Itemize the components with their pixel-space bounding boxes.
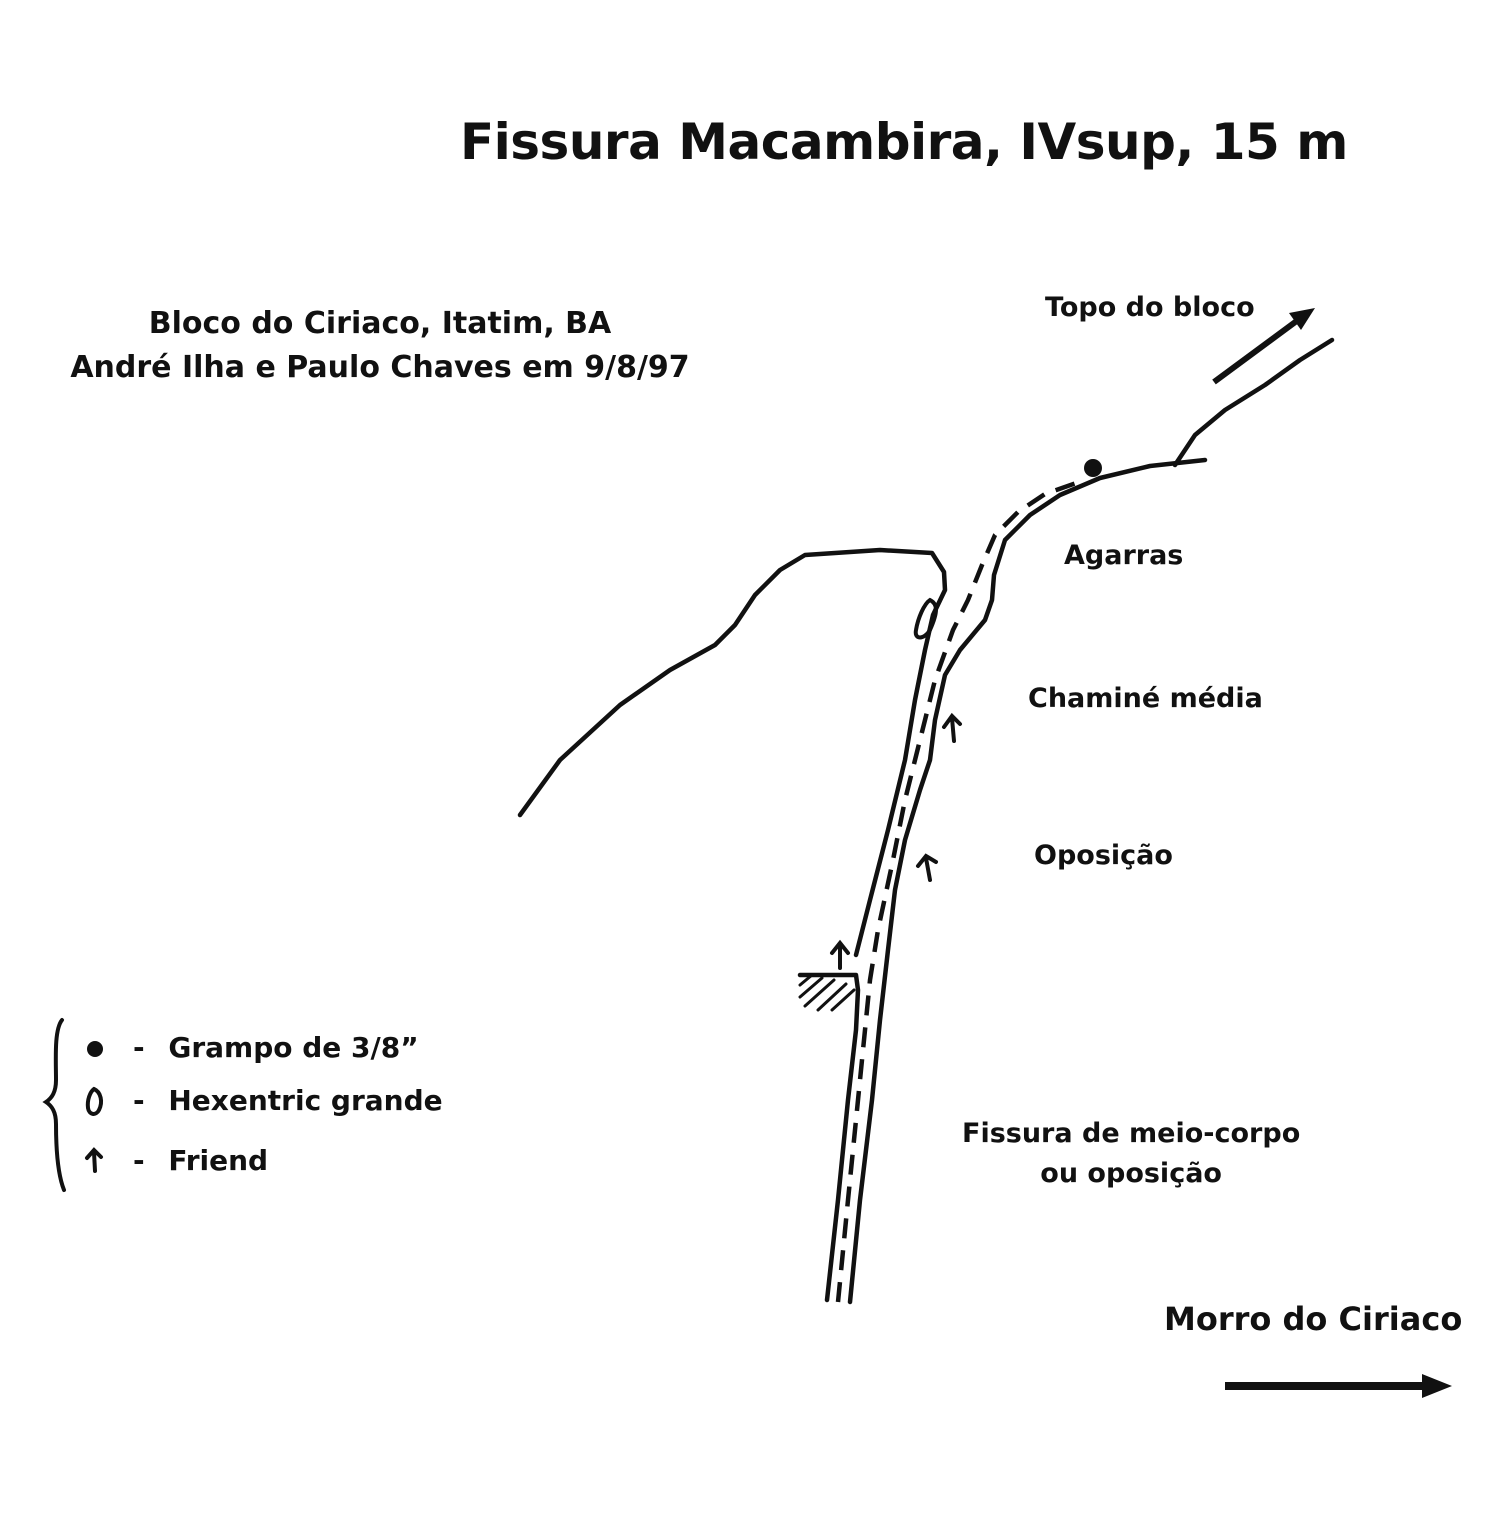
subtitle-block: Bloco do Ciriaco, Itatim, BA André Ilha … bbox=[60, 302, 700, 390]
morro-arrow-icon bbox=[1225, 1374, 1452, 1398]
legend-separator: - bbox=[133, 1031, 145, 1064]
label-topo: Topo do bloco bbox=[1045, 292, 1255, 323]
legend-label: Friend bbox=[168, 1144, 269, 1177]
hexentric-icon bbox=[913, 597, 938, 640]
label-morro: Morro do Ciriaco bbox=[1164, 1300, 1463, 1338]
topo-arrow-icon bbox=[1212, 308, 1315, 385]
friend-cam-icon bbox=[942, 712, 962, 743]
subtitle-location: Bloco do Ciriaco, Itatim, BA bbox=[148, 306, 612, 341]
label-agarras: Agarras bbox=[1064, 540, 1184, 571]
upper-crack bbox=[1172, 337, 1335, 468]
legend-item-friend: - Friend bbox=[133, 1144, 268, 1177]
crack-right-wall bbox=[847, 457, 1208, 1305]
label-fissura: Fissura de meio-corpo ou oposição bbox=[962, 1114, 1300, 1194]
legend-label: Hexentric grande bbox=[168, 1084, 443, 1117]
legend-friend-cam-icon bbox=[85, 1147, 103, 1173]
legend-item-grampo: - Grampo de 3/8” bbox=[133, 1031, 419, 1064]
ledge-top bbox=[517, 547, 948, 958]
friend-cam-icon bbox=[830, 939, 850, 970]
bolt-dot-icon bbox=[1084, 459, 1102, 477]
label-oposicao: Oposição bbox=[1034, 840, 1173, 871]
legend-separator: - bbox=[133, 1144, 145, 1177]
page-title: Fissura Macambira, IVsup, 15 m bbox=[460, 113, 1348, 171]
legend-bolt-dot-icon bbox=[87, 1041, 103, 1057]
ledge-hatching bbox=[798, 973, 856, 1012]
subtitle-authors: André Ilha e Paulo Chaves em 9/8/97 bbox=[70, 350, 690, 385]
label-chamine: Chaminé média bbox=[1028, 683, 1263, 714]
label-fissura-line2: ou oposição bbox=[1040, 1158, 1222, 1189]
legend-item-hexentric: - Hexentric grande bbox=[133, 1084, 443, 1117]
label-fissura-line1: Fissura de meio-corpo bbox=[962, 1118, 1301, 1149]
friend-cam-icon bbox=[916, 853, 938, 882]
crack-left-wall bbox=[797, 972, 861, 1303]
legend-separator: - bbox=[133, 1084, 145, 1117]
legend-hexentric-icon bbox=[85, 1086, 104, 1116]
legend-brace bbox=[42, 1018, 66, 1192]
route-line bbox=[835, 477, 1086, 1303]
legend-label: Grampo de 3/8” bbox=[168, 1031, 419, 1064]
